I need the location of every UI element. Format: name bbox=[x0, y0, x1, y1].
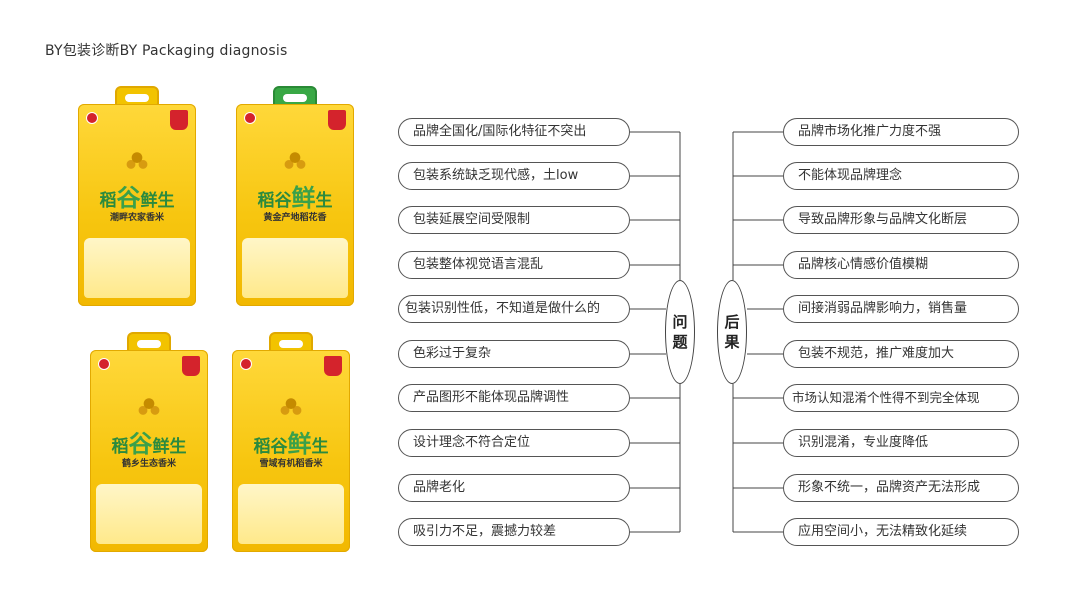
problem-item: 设计理念不符合定位 bbox=[398, 429, 630, 457]
bag-product-name: 潮畔农家香米 bbox=[109, 213, 164, 223]
bag-brand: 稻谷鲜生 bbox=[111, 430, 187, 458]
problem-item: 包装延展空间受限制 bbox=[398, 206, 630, 234]
result-item: 包装不规范，推广难度加大 bbox=[783, 340, 1019, 368]
rice-grain-icon bbox=[134, 390, 164, 424]
problem-item: 产品图形不能体现品牌调性 bbox=[398, 384, 630, 412]
rice-grain-icon bbox=[276, 390, 306, 424]
problem-item: 包装系统缺乏现代感，土low bbox=[398, 162, 630, 190]
result-item: 不能体现品牌理念 bbox=[783, 162, 1019, 190]
result-item: 间接消弱品牌影响力，销售量 bbox=[783, 295, 1019, 323]
quality-badge-icon bbox=[324, 356, 342, 376]
quality-badge-icon bbox=[328, 110, 346, 130]
bag-product-name: 雪域有机稻香米 bbox=[259, 459, 323, 469]
product-bag-1: 稻谷鲜生 潮畔农家香米 bbox=[78, 86, 196, 306]
result-item: 识别混淆，专业度降低 bbox=[783, 429, 1019, 457]
bag-landscape-illustration bbox=[238, 484, 344, 544]
result-item: 品牌核心情感价值模糊 bbox=[783, 251, 1019, 279]
product-bag-2: 稻谷鲜生 黄金产地稻花香 bbox=[236, 86, 354, 306]
problem-item: 包装识别性低，不知道是做什么的 bbox=[398, 295, 630, 323]
problem-item: 吸引力不足，震撼力较差 bbox=[398, 518, 630, 546]
result-item: 应用空间小，无法精致化延续 bbox=[783, 518, 1019, 546]
product-bag-3: 稻谷鲜生 鹤乡生态香米 bbox=[90, 332, 208, 552]
problem-item: 包装整体视觉语言混乱 bbox=[398, 251, 630, 279]
problem-item: 品牌全国化/国际化特征不突出 bbox=[398, 118, 630, 146]
problem-hub: 问 题 bbox=[665, 280, 695, 384]
problem-item: 色彩过于复杂 bbox=[398, 340, 630, 368]
product-bag-4: 稻谷鲜生 雪域有机稻香米 bbox=[232, 332, 350, 552]
page-title: BY包装诊断BY Packaging diagnosis bbox=[45, 43, 288, 59]
bag-brand: 稻谷鲜生 bbox=[99, 184, 175, 212]
bag-product-name: 鹤乡生态香米 bbox=[121, 459, 176, 469]
result-item: 市场认知混淆个性得不到完全体现 bbox=[783, 384, 1019, 412]
bag-landscape-illustration bbox=[84, 238, 190, 298]
bag-product-name: 黄金产地稻花香 bbox=[263, 213, 327, 223]
bag-landscape-illustration bbox=[242, 238, 348, 298]
bag-brand: 稻谷鲜生 bbox=[253, 430, 329, 458]
result-item: 品牌市场化推广力度不强 bbox=[783, 118, 1019, 146]
quality-badge-icon bbox=[170, 110, 188, 130]
rice-grain-icon bbox=[122, 144, 152, 178]
rice-grain-icon bbox=[280, 144, 310, 178]
quality-badge-icon bbox=[182, 356, 200, 376]
bag-brand: 稻谷鲜生 bbox=[257, 184, 333, 212]
result-item: 形象不统一，品牌资产无法形成 bbox=[783, 474, 1019, 502]
result-hub: 后 果 bbox=[717, 280, 747, 384]
problem-item: 品牌老化 bbox=[398, 474, 630, 502]
bag-landscape-illustration bbox=[96, 484, 202, 544]
result-item: 导致品牌形象与品牌文化断层 bbox=[783, 206, 1019, 234]
